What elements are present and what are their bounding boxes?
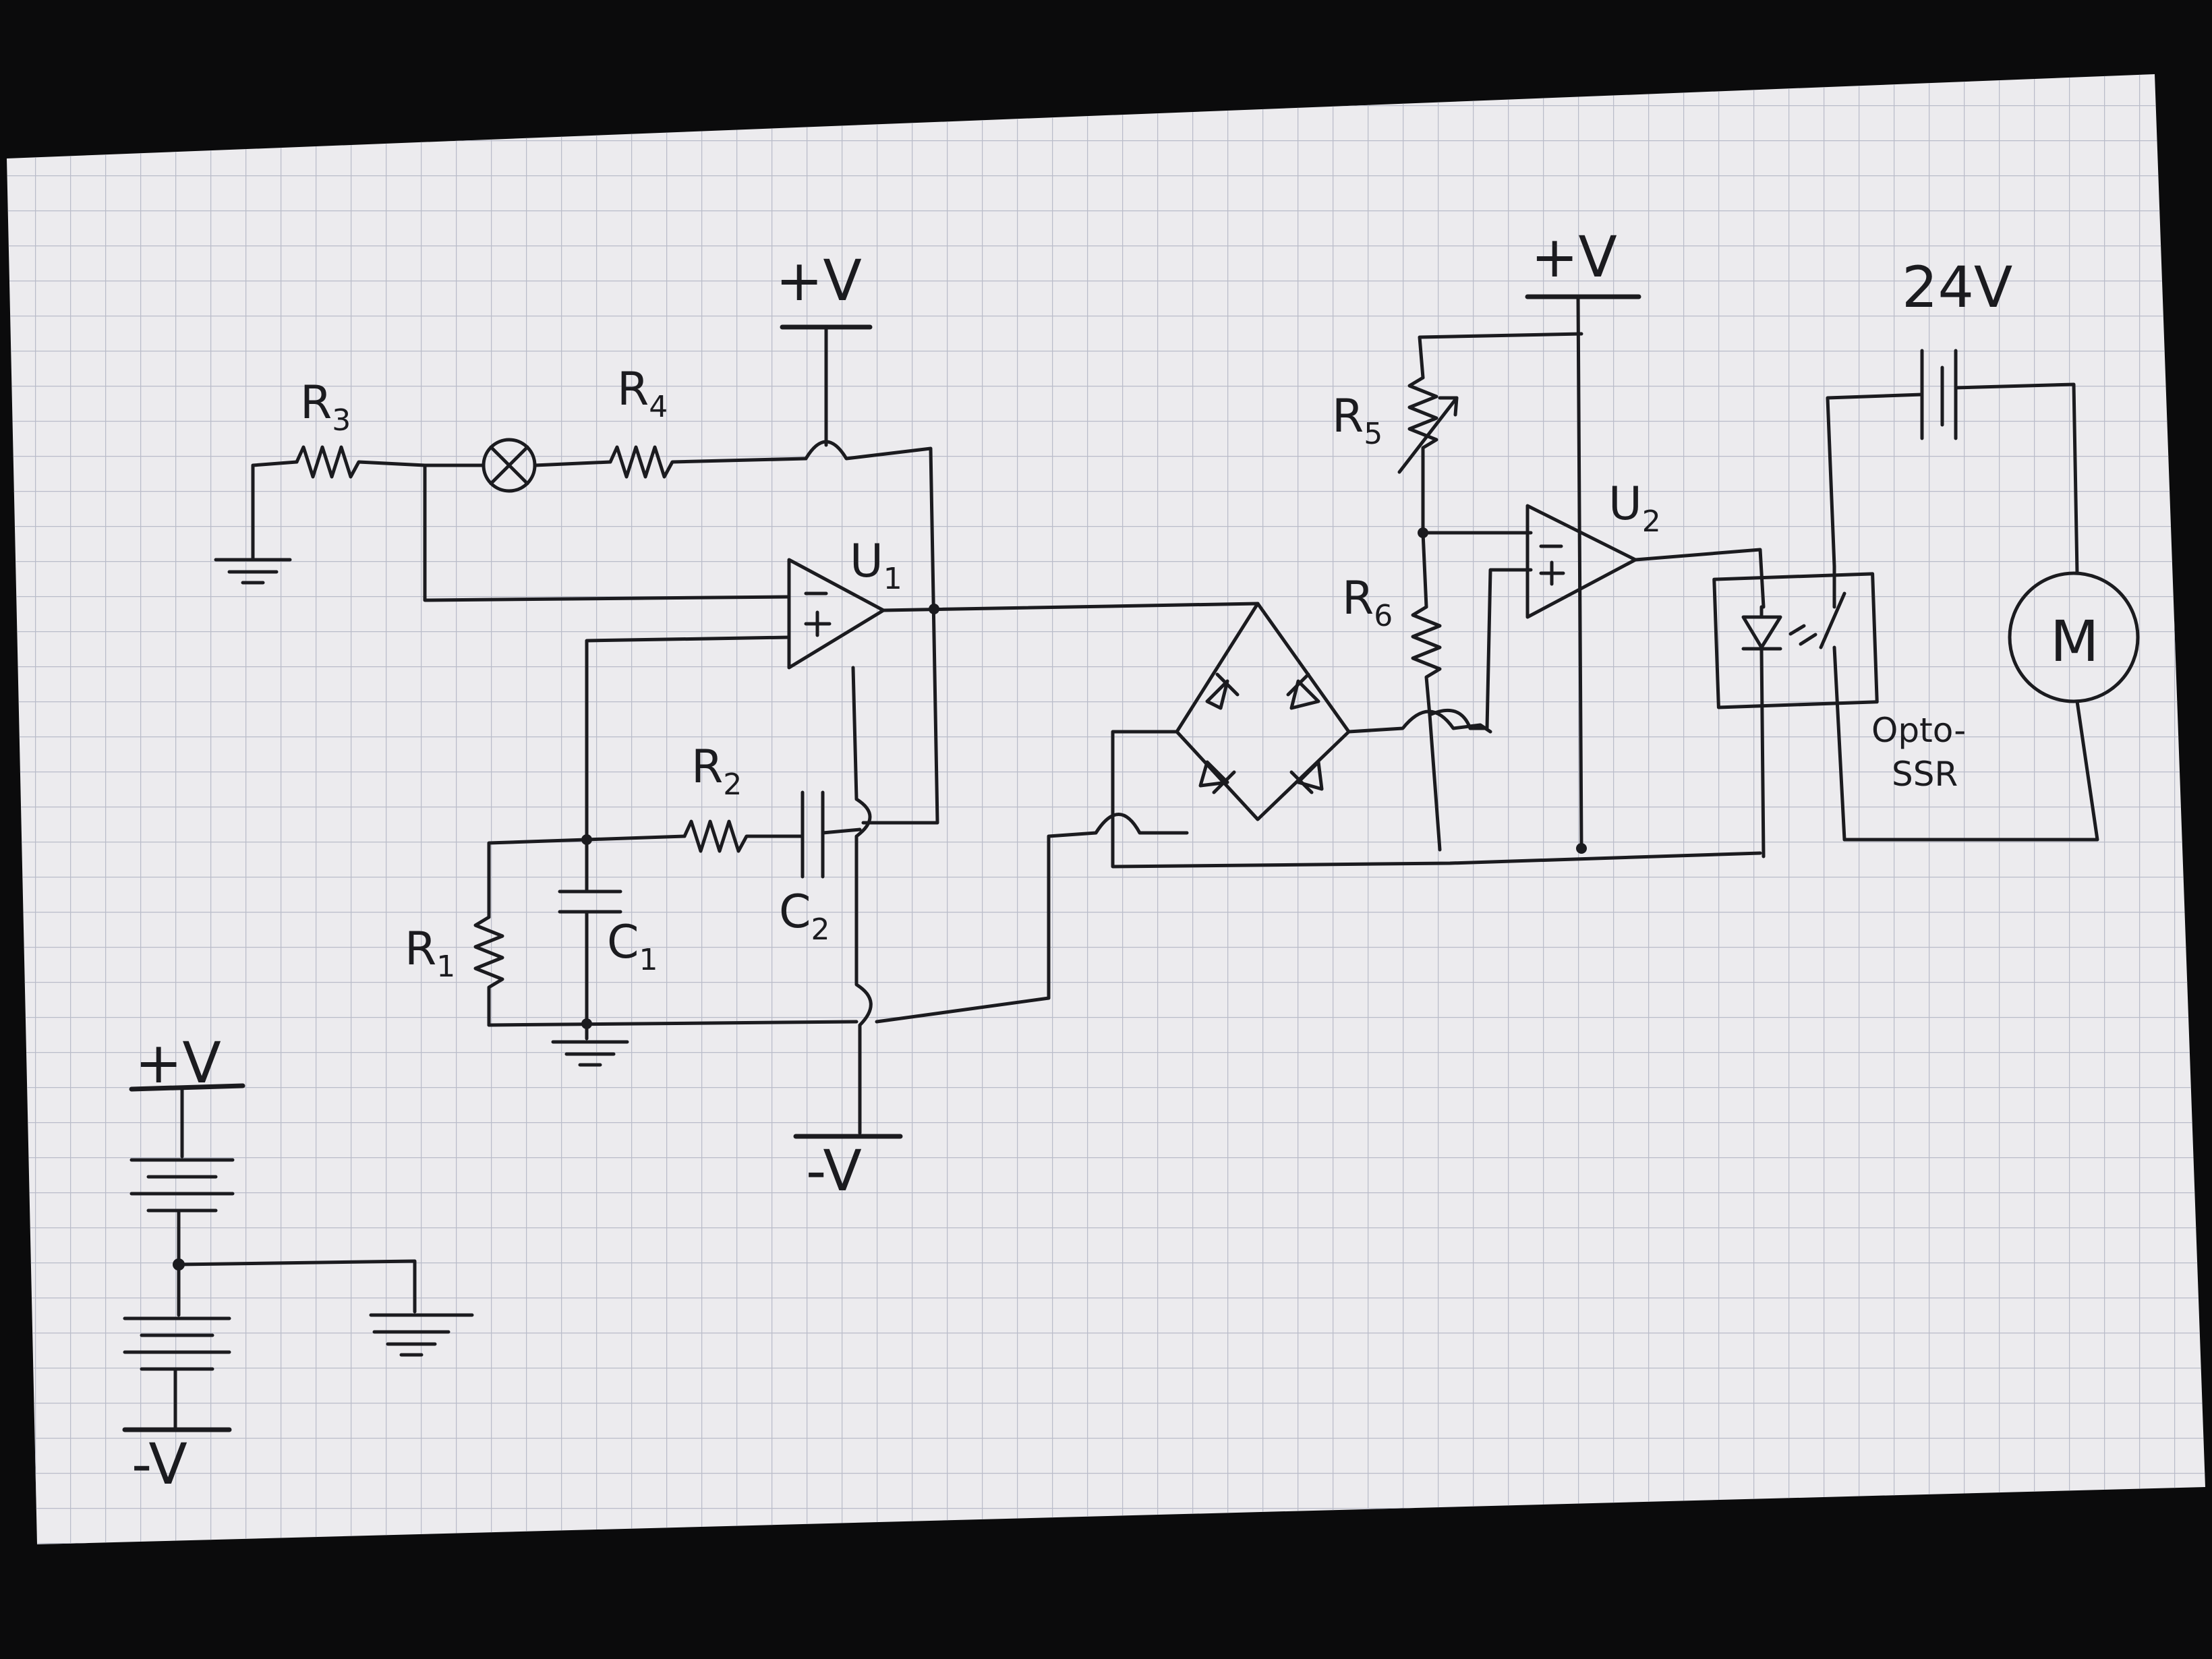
- minus-v-label-supply: -V: [132, 1431, 187, 1497]
- wire-battery-to-motor: [1954, 382, 2079, 575]
- r5-label: R5: [1332, 390, 1382, 451]
- wire-bridge-ground-rail: [1111, 730, 1762, 869]
- paper-sheet: [7, 74, 2205, 1544]
- opto-label-line1: Opto-: [1871, 711, 1966, 750]
- wire-c2-output: [821, 827, 862, 835]
- wire-to-r1: [487, 838, 589, 919]
- wire-r6-ground: [1428, 713, 1442, 852]
- opto-ssr-box: [1712, 572, 1879, 709]
- plus-v-rail-supply: [129, 1083, 245, 1092]
- lamp-cross-b: [489, 445, 529, 486]
- opamp-u1-icon: [787, 558, 885, 670]
- motor-loop: 24V M: [1826, 254, 2140, 842]
- diode-lower-left: [1198, 760, 1236, 794]
- wire-u1-minus-supply: [851, 666, 873, 1135]
- resistor-r6: [1411, 605, 1442, 717]
- r1-label: R1: [405, 923, 455, 984]
- wire-node-r2: [585, 834, 687, 842]
- diode-lower-right: [1289, 760, 1324, 794]
- wire-u2-noninverting: [1428, 568, 1533, 730]
- wire-r5-top: [1418, 332, 1583, 380]
- wire-supply-ground: [177, 1259, 417, 1314]
- wire-motor-return: [1842, 699, 2099, 842]
- opto-switch-icon: [1819, 591, 1846, 649]
- wire-ground-to-bridge: [875, 813, 1189, 1024]
- opto-led-wire-bottom: [1759, 647, 1766, 858]
- wire-u1-output: [881, 602, 1260, 612]
- u2-label: U2: [1608, 477, 1661, 539]
- r4-label: R4: [617, 363, 668, 424]
- wire-r4-feedback: [804, 440, 939, 825]
- potentiometer-r5: [1407, 376, 1438, 535]
- c2-label: C2: [779, 885, 830, 947]
- junction-ground-bus: [581, 1018, 592, 1029]
- u2-comparator-section: +V R5 R6 U2: [1332, 224, 1766, 854]
- diode-upper-left: [1205, 672, 1240, 710]
- r2-label: R2: [691, 740, 742, 802]
- resistor-r3: [295, 445, 427, 479]
- wire-u2-output: [1633, 548, 1766, 609]
- wire-u2-supply: [1576, 295, 1583, 848]
- bridge-outline: [1175, 602, 1351, 821]
- junction-u2-ground: [1576, 843, 1587, 854]
- motor-icon: [2008, 571, 2140, 703]
- wire-bridge-to-u2: [1347, 709, 1492, 734]
- wire-switch-to-battery: [1826, 392, 1924, 569]
- c1-label: C1: [607, 916, 658, 977]
- u1-oscillator-section: +V R3 R4 U1 -V: [216, 248, 1260, 1204]
- opto-light-arrows: [1788, 624, 1817, 646]
- diode-upper-right: [1286, 672, 1320, 710]
- wire-r3-inverting-input: [423, 463, 791, 602]
- wire-noninverting-input: [585, 635, 791, 842]
- plus-v-label-u2: +V: [1531, 224, 1617, 290]
- potentiometer-r5-arrow: [1397, 396, 1459, 474]
- bridge-rectifier: [1111, 602, 1762, 869]
- opto-switch-bottom: [1832, 645, 1846, 842]
- wire-ground-r3: [251, 460, 299, 562]
- motor-label: M: [2050, 608, 2099, 674]
- r6-label: R6: [1342, 572, 1393, 633]
- wire-ground-bus: [487, 1020, 858, 1027]
- junction-u1-output: [929, 604, 939, 614]
- minus-v-label-u1: -V: [806, 1138, 862, 1204]
- u1-label: U1: [850, 535, 902, 596]
- wire-r6-top: [1421, 531, 1428, 609]
- dual-supply: +V -V: [122, 1030, 474, 1497]
- supply-24v-label: 24V: [1902, 254, 2012, 320]
- opto-ssr: Opto- SSR: [1712, 564, 1966, 858]
- potentiometer-r5-arrowhead: [1438, 396, 1459, 417]
- wire-lamp-r4: [533, 460, 612, 467]
- opto-label-line2: SSR: [1892, 755, 1958, 794]
- opamp-u2-icon: [1525, 504, 1637, 619]
- plus-v-label-u1: +V: [776, 248, 862, 314]
- resistor-r4: [608, 445, 808, 479]
- resistor-r2: [682, 819, 805, 853]
- r3-label: R3: [300, 376, 351, 438]
- resistor-r1: [473, 915, 504, 1027]
